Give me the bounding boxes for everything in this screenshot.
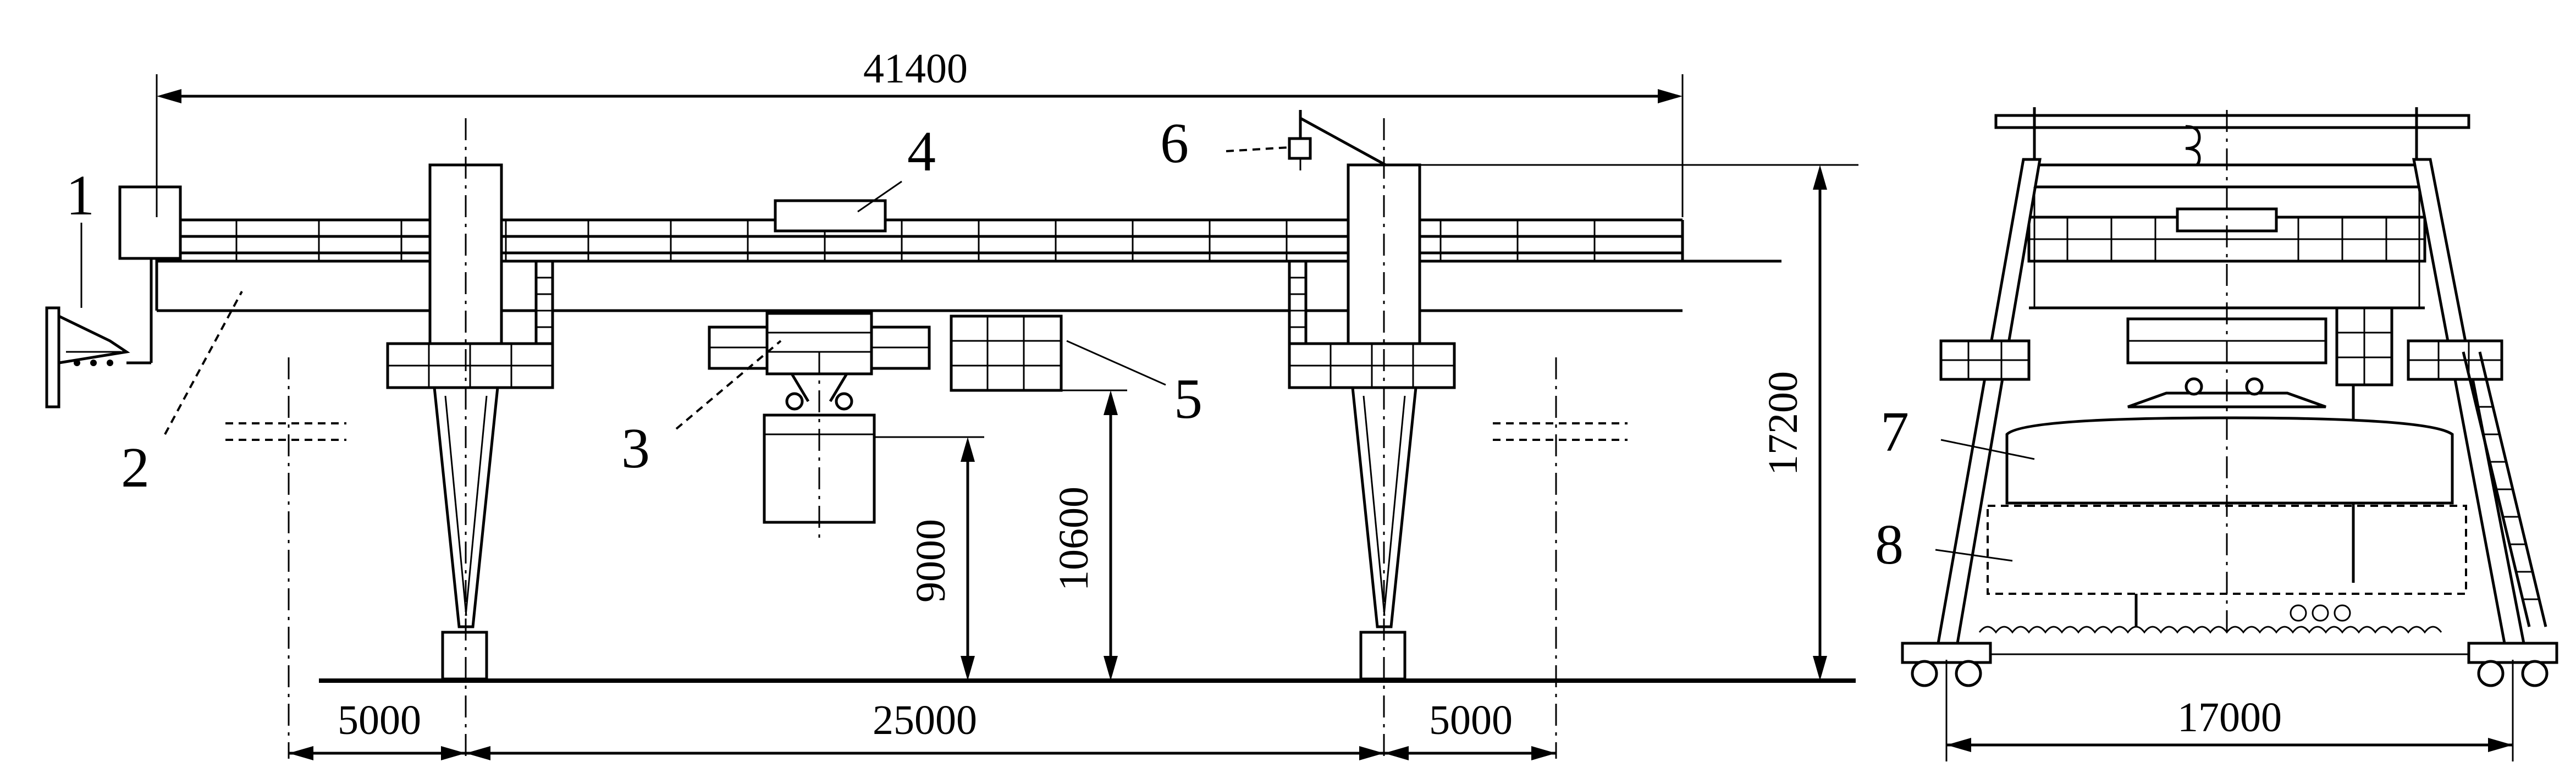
dim-lift-height-text: 9000 [908, 519, 954, 603]
main-girder [155, 218, 1781, 312]
dim-left-cantilever: 5000 [338, 697, 421, 743]
dim-overall-span: 41400 [863, 46, 968, 92]
dim-track-gauge-text: 17000 [2177, 694, 2282, 741]
side-elevation: 17000 7 8 [1875, 107, 2558, 761]
dim-track-gauge: 17000 [1945, 660, 2514, 761]
front-elevation: 41400 5000 25000 5000 9000 10600 [45, 46, 1858, 760]
dim-trolley-height-text: 10600 [1051, 487, 1097, 591]
left-leg [386, 118, 554, 759]
callout-4: 4 [907, 120, 936, 183]
end-cab [45, 185, 182, 408]
jib-crane [1288, 110, 1387, 170]
callout-8: 8 [1875, 513, 1904, 576]
callouts-front: 1 2 3 4 5 6 [66, 112, 1290, 499]
dim-total-height-text: 17200 [1760, 371, 1806, 476]
dim-main-span: 25000 [873, 697, 977, 743]
callout-2: 2 [121, 436, 150, 499]
side-buffers [225, 357, 1628, 759]
callout-7: 7 [1880, 400, 1909, 463]
dim-total-height: 17200 [1760, 165, 1827, 681]
top-trolley [774, 199, 887, 233]
dim-trolley-height: 10600 [1051, 390, 1118, 681]
dim-spans: 5000 25000 5000 [289, 697, 1556, 760]
hook-trolley [708, 312, 931, 539]
electrical-box [950, 314, 1063, 392]
callout-5: 5 [1174, 367, 1202, 430]
dim-overall: 41400 [156, 46, 1684, 217]
callout-6: 6 [1160, 112, 1189, 175]
dim-right-cantilever: 5000 [1429, 697, 1513, 743]
callout-3: 3 [621, 417, 650, 480]
dim-lift-height: 9000 [908, 437, 975, 681]
right-leg [1288, 118, 1456, 759]
callout-1: 1 [66, 164, 95, 227]
